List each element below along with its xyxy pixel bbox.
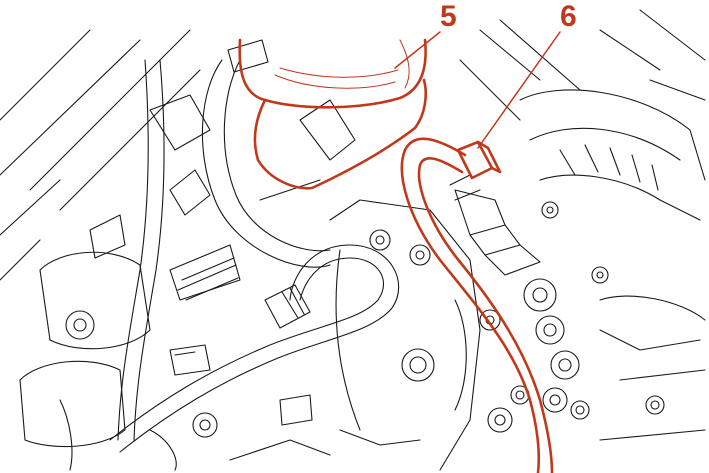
callout-leaders (394, 31, 561, 149)
part-6-highlight (400, 137, 554, 473)
callout-label-5: 5 (440, 0, 457, 33)
background-linework (0, 9, 706, 471)
bolt-group (192, 201, 665, 438)
leader-5 (394, 31, 441, 69)
callout-label-6: 6 (560, 0, 577, 33)
part-5-highlight (238, 38, 427, 190)
leader-6 (477, 31, 561, 149)
